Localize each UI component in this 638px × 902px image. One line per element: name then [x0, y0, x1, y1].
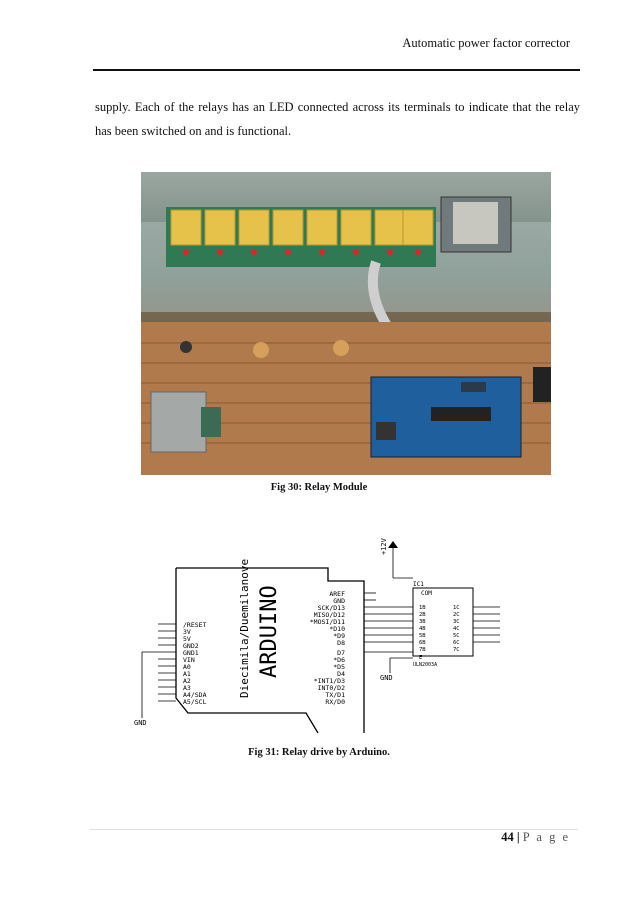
relay-module-photo — [141, 172, 551, 475]
arduino-board-sublabel: Diecimila/Duemilanove — [238, 559, 251, 698]
figure-31-caption: Fig 31: Relay drive by Arduino. — [248, 747, 390, 758]
header-rule — [93, 69, 580, 71]
left-pin: A3 — [183, 684, 191, 692]
body-paragraph: supply. Each of the relays has an LED co… — [95, 100, 580, 138]
left-pin: VIN — [183, 656, 195, 664]
right-pin: *MOSI/D11 — [310, 618, 345, 626]
left-pin: A1 — [183, 670, 191, 678]
power-arrow-icon — [388, 541, 398, 548]
ic-output: 5C — [453, 633, 460, 639]
right-pin: TX/D1 — [325, 691, 345, 699]
gnd-right-label: GND — [380, 674, 393, 682]
left-pin: GND1 — [183, 649, 199, 657]
right-pin: *D9 — [333, 632, 345, 640]
right-pin: D7 — [337, 649, 345, 657]
right-pin: GND — [333, 597, 345, 605]
ic-e-label: E — [419, 655, 422, 661]
right-pin: *D5 — [333, 663, 345, 671]
ic-input: 5B — [419, 633, 426, 639]
right-pin: MISO/D12 — [314, 611, 345, 619]
ic-input: 3B — [419, 619, 426, 625]
footer-rule — [90, 829, 578, 830]
ic-output: 6C — [453, 640, 460, 646]
right-pin: AREF — [329, 590, 345, 598]
right-pin: INT0/D2 — [318, 684, 345, 692]
left-pin: A2 — [183, 677, 191, 685]
left-pin: A4/SDA — [183, 691, 207, 699]
ic-part-label: ULN2003A — [413, 662, 437, 668]
ic-output: 4C — [453, 626, 460, 632]
ic-output: 2C — [453, 612, 460, 618]
right-pin: *D6 — [333, 656, 345, 664]
right-pin: D4 — [337, 670, 345, 678]
ic-output: 3C — [453, 619, 460, 625]
page-footer: 44 | P a g e — [501, 830, 570, 845]
page-header: Automatic power factor corrector — [402, 36, 570, 50]
voltage-label: +12V — [380, 537, 388, 555]
ic-input: 2B — [419, 612, 426, 618]
ic-com-label: COM — [421, 590, 432, 597]
ic-input: 4B — [419, 626, 426, 632]
page-number: 44 — [501, 830, 514, 844]
left-pin: 5V — [183, 635, 191, 643]
gnd-left-label: GND — [134, 719, 147, 727]
ic-output: 7C — [453, 647, 460, 653]
right-pin: RX/D0 — [325, 698, 345, 706]
ic-input: 7B — [419, 647, 426, 653]
left-pin: /RESET — [183, 621, 207, 629]
left-pin: A5/SCL — [183, 698, 207, 706]
right-pin: D8 — [337, 639, 345, 647]
right-pin: SCK/D13 — [318, 604, 345, 612]
left-pin: 3V — [183, 628, 191, 636]
ic-top-label: IC1 — [413, 581, 424, 588]
figure-30-caption: Fig 30: Relay Module — [270, 482, 368, 493]
page-separator: | — [516, 830, 520, 844]
page-word: P a g e — [522, 830, 570, 844]
ic-output: 1C — [453, 605, 460, 611]
uln2003-ic — [412, 587, 474, 657]
left-pin: A0 — [183, 663, 191, 671]
left-pin: GND2 — [183, 642, 199, 650]
arduino-board-label: ARDUINO — [257, 585, 282, 678]
ic-input: 1B — [419, 605, 426, 611]
right-pin: *INT1/D3 — [314, 677, 345, 685]
relay-drive-schematic: ARDUINO Diecimila/Duemilanove /RESET 3V … — [128, 523, 538, 738]
right-pin: *D10 — [329, 625, 345, 633]
ic-input: 6B — [419, 640, 426, 646]
